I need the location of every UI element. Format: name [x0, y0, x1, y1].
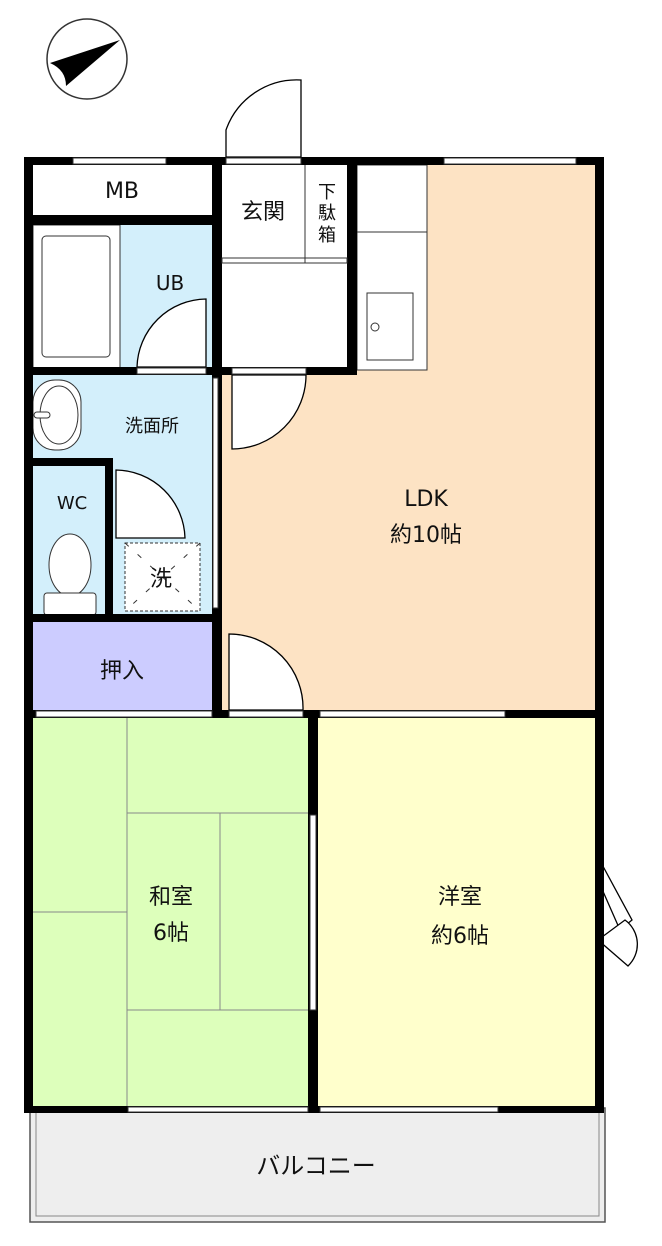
north-arrow-icon	[46, 18, 128, 100]
room-mb	[33, 165, 213, 215]
label-getabako-3: 箱	[318, 225, 336, 246]
washer-space	[124, 542, 201, 612]
label-balcony: バルコニー	[256, 1152, 376, 1180]
label-ldk-name: LDK	[404, 487, 448, 512]
room-oshiire	[33, 622, 213, 712]
room-youshitsu	[318, 718, 596, 1108]
label-getabako-2: 駄	[318, 203, 336, 224]
label-mb: MB	[105, 179, 139, 204]
label-oshiire: 押入	[100, 659, 144, 684]
windows	[35, 157, 577, 1113]
label-youshitsu-name: 洋室	[438, 885, 482, 910]
room-washitsu	[33, 718, 309, 1108]
door-swings	[115, 79, 638, 967]
label-youshitsu-size: 約6帖	[431, 924, 489, 949]
label-washitsu-size: 6帖	[153, 921, 189, 946]
label-genkan: 玄関	[241, 200, 285, 225]
label-ub: UB	[156, 271, 184, 295]
balcony	[29, 1107, 606, 1223]
label-washitsu-name: 和室	[149, 885, 193, 910]
washbasin-icon	[32, 379, 82, 451]
toilet-icon	[43, 533, 97, 616]
label-getabako-1: 下	[318, 182, 336, 203]
label-senmenjo: 洗面所	[125, 416, 179, 437]
label-ldk-size: 約10帖	[390, 523, 462, 548]
label-washer: 洗	[150, 567, 172, 592]
label-wc: WC	[57, 493, 87, 514]
